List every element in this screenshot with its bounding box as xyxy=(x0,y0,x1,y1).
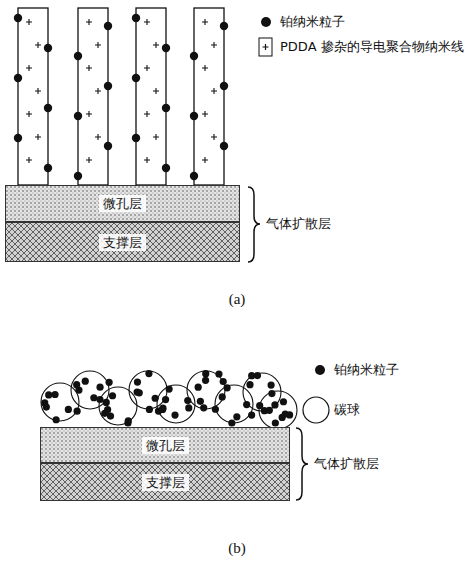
legend-dot xyxy=(315,365,325,375)
pt-nanoparticle xyxy=(202,377,209,384)
pt-nanoparticle xyxy=(166,386,173,393)
pt-nanoparticle xyxy=(43,403,50,410)
pt-nanoparticle xyxy=(243,401,250,408)
support-layer: 支撑层 xyxy=(40,463,290,501)
pt-nanoparticle xyxy=(267,381,274,388)
legend-nanowire xyxy=(259,38,272,56)
group-label: 气体扩散层 xyxy=(314,455,379,472)
pt-nanoparticle xyxy=(96,396,103,403)
panel-label: (a) xyxy=(214,291,260,308)
pt-nanoparticle xyxy=(266,407,273,414)
pt-nanoparticle xyxy=(51,391,58,398)
pt-nanoparticle xyxy=(106,379,113,386)
pt-nanoparticle xyxy=(109,392,116,399)
pt-nanoparticle xyxy=(280,398,287,405)
nanowire xyxy=(14,8,52,185)
microporous-layer: 微孔层 xyxy=(40,427,290,463)
brace xyxy=(248,187,260,262)
carbon-sphere xyxy=(41,383,79,421)
pt-nanoparticle xyxy=(185,404,192,411)
pt-nanoparticle xyxy=(228,419,235,426)
pt-nanoparticle xyxy=(104,406,111,413)
nanowire xyxy=(74,8,112,185)
support-layer: 支撑层 xyxy=(5,222,240,262)
pt-nanoparticle xyxy=(82,378,89,385)
legend-text: 铂纳米粒子 xyxy=(334,362,464,378)
nanowire xyxy=(190,8,228,185)
pt-nanoparticle xyxy=(197,398,204,405)
brace xyxy=(296,428,308,500)
pt-nanoparticle xyxy=(272,419,279,426)
pt-nanoparticle xyxy=(256,402,263,409)
pt-nanoparticle xyxy=(233,413,240,420)
pt-nanoparticle xyxy=(73,381,80,388)
pt-nanoparticle xyxy=(90,394,97,401)
carbon-sphere xyxy=(243,373,281,411)
pt-nanoparticle xyxy=(248,372,255,379)
pt-nanoparticle xyxy=(162,396,169,403)
pt-nanoparticle xyxy=(53,416,60,423)
pt-nanoparticle xyxy=(136,389,143,396)
layer-label: 支撑层 xyxy=(142,474,189,491)
legend-text: PDDA 掺杂的导电聚合物纳米线 xyxy=(280,39,464,55)
pt-nanoparticle xyxy=(215,370,222,377)
legend-text: 铂纳米粒子 xyxy=(280,14,460,30)
pt-nanoparticle xyxy=(271,401,278,408)
carbon-sphere xyxy=(259,391,297,429)
pt-nanoparticle xyxy=(159,405,166,412)
pt-nanoparticle xyxy=(200,404,207,411)
pt-nanoparticle xyxy=(171,411,178,418)
pt-nanoparticle xyxy=(125,417,132,424)
pt-nanoparticle xyxy=(65,406,72,413)
pt-nanoparticle xyxy=(146,406,153,413)
pt-nanoparticle xyxy=(45,391,52,398)
pt-nanoparticle xyxy=(74,408,81,415)
pt-nanoparticle xyxy=(103,399,110,406)
group-label: 气体扩散层 xyxy=(266,215,331,232)
pt-nanoparticle xyxy=(212,406,219,413)
layer-label: 支撑层 xyxy=(99,234,146,251)
pt-nanoparticle xyxy=(248,412,255,419)
pt-nanoparticle xyxy=(224,384,231,391)
layer-label: 微孔层 xyxy=(142,437,189,454)
legend-carbon-sphere xyxy=(303,397,329,423)
carbon-sphere xyxy=(99,387,137,425)
pt-nanoparticle xyxy=(96,384,103,391)
pt-nanoparticle xyxy=(202,370,209,377)
pt-nanoparticle xyxy=(152,395,159,402)
pt-nanoparticle xyxy=(220,378,227,385)
nanowire xyxy=(132,8,170,185)
pt-nanoparticle xyxy=(268,390,275,397)
pt-nanoparticle xyxy=(219,393,226,400)
microporous-layer: 微孔层 xyxy=(5,185,240,222)
carbon-sphere xyxy=(187,371,225,409)
pt-nanoparticle xyxy=(145,370,152,377)
pt-nanoparticle xyxy=(184,397,191,404)
pt-nanoparticle xyxy=(134,378,141,385)
legend-plus xyxy=(263,44,269,50)
pt-nanoparticle xyxy=(286,411,293,418)
carbon-sphere xyxy=(71,371,109,409)
carbon-sphere xyxy=(157,385,195,423)
pt-nanoparticle xyxy=(246,381,253,388)
pt-nanoparticle xyxy=(107,412,114,419)
legend-dot xyxy=(261,17,271,27)
panel-label: (b) xyxy=(214,540,260,557)
pt-nanoparticle xyxy=(195,384,202,391)
carbon-sphere xyxy=(215,385,253,423)
legend-text: 碳球 xyxy=(334,402,464,418)
layer-label: 微孔层 xyxy=(99,195,146,212)
